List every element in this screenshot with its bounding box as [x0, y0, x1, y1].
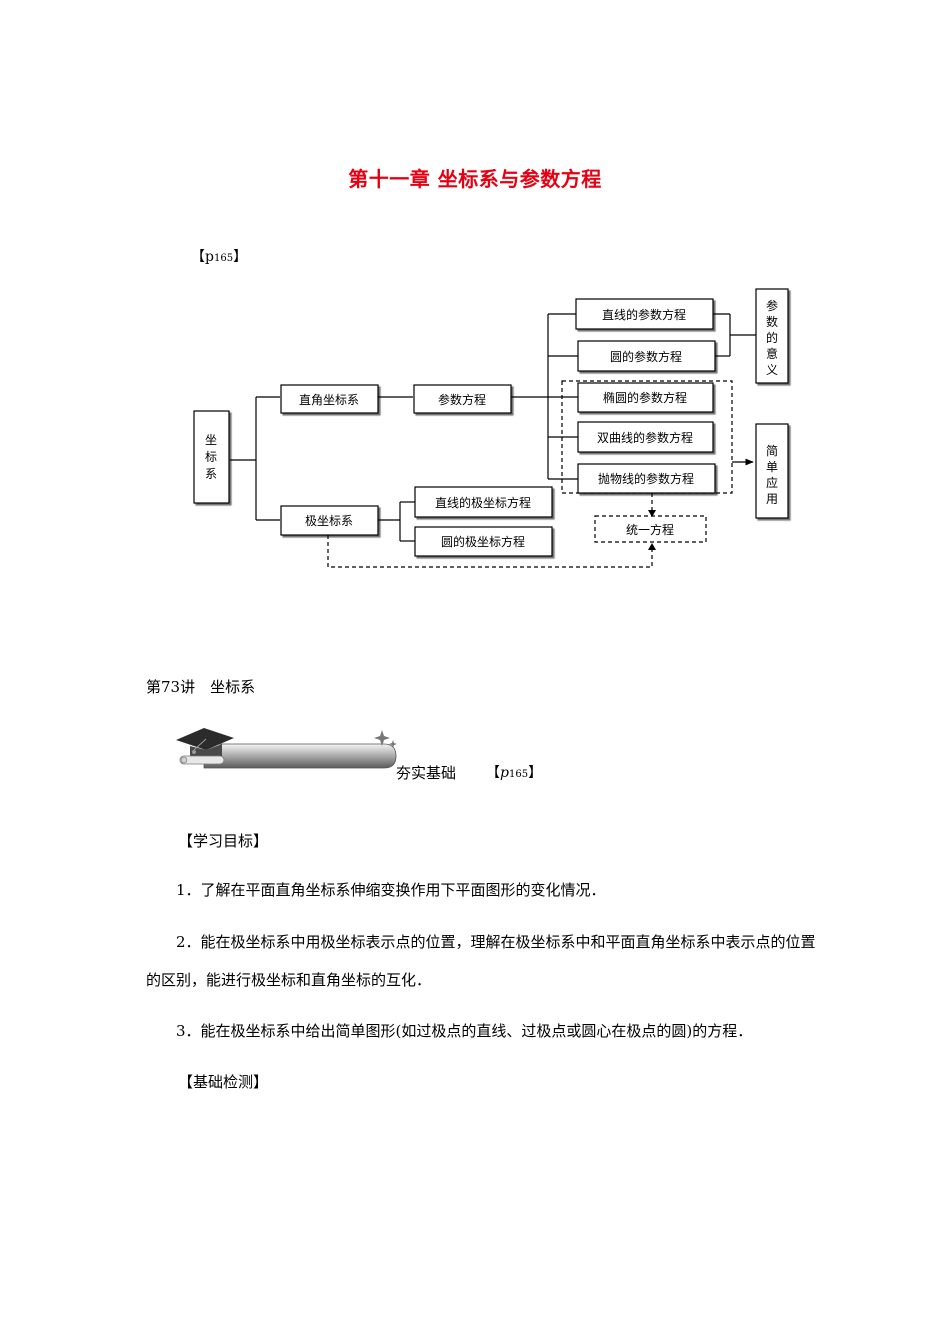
- section-goals-heading: 【学习目标】: [178, 832, 269, 850]
- page-reference: 【p165】: [191, 246, 247, 266]
- goal-item-3: 3．能在极坐标系中给出简单图形(如过极点的直线、过极点或圆心在极点的圆)的方程．: [176, 1022, 753, 1040]
- param-eq-box: [413, 384, 512, 414]
- circle-param-box: [577, 340, 716, 372]
- rect-coord-box: [280, 384, 379, 414]
- arrowhead: [648, 543, 656, 550]
- unified-eq-box: [594, 515, 707, 543]
- param-meaning-box: [755, 288, 789, 384]
- banner-page-reference: 【p165】: [486, 762, 542, 782]
- simple-app-box: [755, 423, 789, 519]
- polar-coord-label: 极坐标系: [305, 514, 353, 528]
- section-check-heading: 【基础检测】: [178, 1073, 269, 1091]
- param-meaning-char-4: 意: [766, 346, 778, 361]
- ellipse-param-box: [577, 382, 714, 413]
- param-meaning-char-3: 的: [766, 330, 778, 345]
- line-param-box: [575, 298, 714, 330]
- root-label-1: 坐: [205, 433, 217, 447]
- line-polar-box: [414, 486, 553, 518]
- page-number: 165: [508, 769, 529, 780]
- hyperbola-param-label: 双曲线的参数方程: [597, 430, 693, 445]
- circle-polar-box: [414, 526, 553, 557]
- dashed-connector: [327, 535, 653, 568]
- polar-coord-box: [280, 505, 379, 536]
- bracket-close: 】: [233, 249, 248, 265]
- simple-app-char-4: 用: [766, 492, 778, 506]
- page-prefix: p: [500, 765, 509, 781]
- root-label-2: 标: [205, 450, 217, 464]
- page-number: 165: [213, 253, 234, 264]
- chapter-title: 第十一章 坐标系与参数方程: [348, 167, 602, 191]
- root-box: [193, 410, 230, 504]
- ellipse-param-label: 椭圆的参数方程: [603, 390, 687, 405]
- page-prefix: p: [205, 249, 214, 265]
- knowledge-diagram: 坐 标 系 直角坐标系 参数方程 直线的参数方程 圆的参数方程 椭圆的参数方程 …: [193, 288, 789, 568]
- hyperbola-param-box: [577, 421, 714, 453]
- banner-label: 夯实基础: [396, 764, 457, 782]
- line-polar-label: 直线的极坐标方程: [435, 495, 531, 510]
- graduation-cap-icon: [176, 728, 234, 765]
- arrowhead: [648, 510, 656, 517]
- parabola-param-box: [577, 463, 716, 494]
- bracket-open: 【: [486, 765, 500, 781]
- section-banner: [176, 728, 397, 769]
- sparkle-icon: [374, 730, 397, 748]
- param-meaning-char-5: 义: [766, 363, 778, 377]
- rect-coord-label: 直角坐标系: [299, 393, 359, 407]
- circle-polar-label: 圆的极坐标方程: [441, 534, 525, 549]
- banner-bar: [203, 743, 397, 769]
- root-label-3: 系: [205, 467, 217, 481]
- lecture-title: 第73讲 坐标系: [146, 678, 256, 696]
- param-eq-label: 参数方程: [438, 392, 486, 407]
- line-param-label: 直线的参数方程: [602, 307, 686, 322]
- simple-app-char-3: 应: [766, 475, 778, 490]
- unified-eq-label: 统一方程: [626, 522, 674, 537]
- simple-app-char-1: 简: [766, 444, 778, 458]
- goal-item-1: 1．了解在平面直角坐标系伸缩变换作用下平面图形的变化情况．: [176, 881, 606, 899]
- circle-param-label: 圆的参数方程: [610, 349, 682, 364]
- goal-item-2: 2．能在极坐标系中用极坐标表示点的位置，理解在极坐标系中和平面直角坐标系中表示点…: [146, 933, 816, 989]
- simple-app-char-2: 单: [766, 460, 778, 474]
- param-meaning-char-1: 参: [766, 298, 778, 313]
- param-meaning-char-2: 数: [766, 314, 778, 329]
- bracket-close: 】: [528, 765, 543, 781]
- parabola-param-label: 抛物线的参数方程: [598, 471, 694, 486]
- bracket-open: 【: [191, 249, 205, 265]
